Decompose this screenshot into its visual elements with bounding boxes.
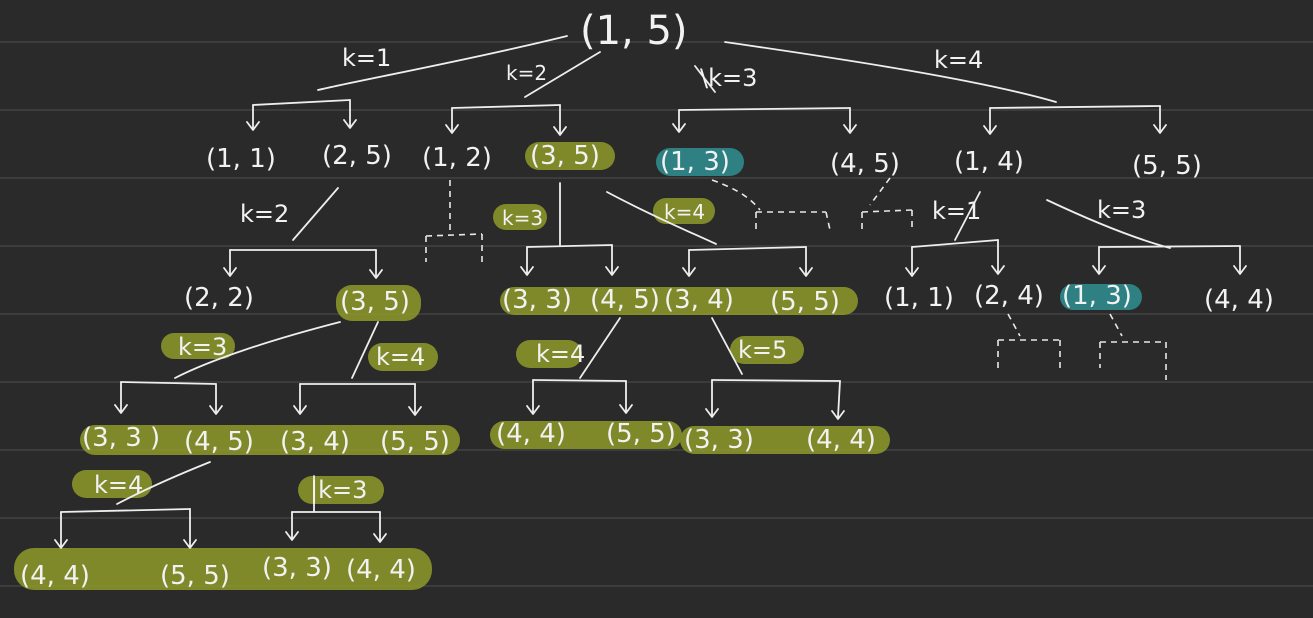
tree-node: (4, 4) [20, 561, 90, 591]
edge-label: k=4 [536, 340, 585, 368]
tree-node: (4, 5) [590, 285, 660, 315]
highlights [14, 142, 1142, 590]
tree-node: (5, 5) [770, 287, 840, 317]
tree-node: (2, 5) [322, 141, 392, 171]
tree-node: (1, 1) [884, 283, 954, 313]
highlight-k3-b [161, 333, 235, 359]
tree-node: (1, 4) [954, 147, 1024, 177]
edge-label: k=2 [506, 61, 547, 85]
edge-label: k=3 [178, 333, 227, 361]
level-1-nodes: (1, 1) (2, 5) (1, 2) (3, 5) (1, 3) (4, 5… [206, 141, 1202, 181]
tree-node: (5, 5) [606, 419, 676, 449]
edge-label: k=4 [376, 343, 425, 371]
edge-label: k=1 [342, 44, 391, 72]
edge-label: k=3 [502, 206, 543, 230]
tree-node: (4, 5) [830, 149, 900, 179]
tree-node: (1, 1) [206, 144, 276, 174]
tree-node: (1, 3) [1062, 281, 1132, 311]
tree-node: (2, 4) [974, 281, 1044, 311]
tree-node: (3, 5) [340, 287, 410, 317]
tree-node: (4, 4) [806, 425, 876, 455]
highlight-k4-d [72, 470, 152, 498]
tree-node: (4, 4) [1204, 285, 1274, 315]
edge-labels: k=1 k=2 \k=3 k=4 k=2 k=3 k=4 k=1 k=3 k=3… [94, 44, 1146, 504]
tree-node: (3, 3) [262, 553, 332, 583]
highlight-l2-row [500, 287, 858, 315]
tree-node: (5, 5) [160, 561, 230, 591]
edge-label: \k=3 [700, 64, 757, 92]
edge-label: k=5 [738, 336, 787, 364]
tree-node: (3, 3 ) [82, 423, 160, 453]
highlight-l3-row-c [680, 426, 890, 454]
tree-node: (5, 5) [380, 427, 450, 457]
highlight-k4-a [653, 198, 715, 224]
tree-node: (3, 3) [684, 425, 754, 455]
tree-node: (1, 3) [660, 147, 730, 177]
tree-node: (5, 5) [1132, 151, 1202, 181]
highlight-k4-b [368, 343, 438, 371]
edge-label: k=4 [94, 471, 143, 499]
highlight-k3-a [493, 204, 547, 230]
highlight-l3-row-a [80, 425, 460, 455]
edge-label: k=3 [1097, 196, 1146, 224]
tree-node: (3, 4) [280, 427, 350, 457]
tree-node: (2, 2) [184, 283, 254, 313]
tree-node: (3, 5) [530, 141, 600, 171]
tree-node: (4, 5) [184, 427, 254, 457]
edge-label: k=4 [934, 46, 983, 74]
tree-node: (3, 3) [502, 285, 572, 315]
edge-label: k=4 [664, 200, 705, 224]
highlight-k3-c [298, 476, 384, 504]
level-3-nodes: (3, 3 ) (4, 5) (3, 4) (5, 5) (4, 4) (5, … [82, 419, 876, 457]
tree-node: (4, 4) [496, 419, 566, 449]
highlight-k5 [730, 336, 804, 364]
tree-node: (1, 2) [422, 143, 492, 173]
highlight-l3-row-b [490, 421, 682, 449]
arrow-heads [54, 119, 1247, 549]
highlight-l1-13 [656, 148, 744, 176]
highlight-l2-35 [336, 285, 421, 321]
tree-node: (3, 4) [664, 285, 734, 315]
edge-label: k=2 [240, 200, 289, 228]
edge-label: |k=3 [310, 476, 367, 504]
highlight-l4-row [14, 548, 432, 590]
root-node: (1, 5) [580, 8, 688, 54]
highlight-l2-13 [1060, 284, 1142, 310]
dashed-subtrees [425, 177, 1167, 380]
tree-node: (4, 4) [346, 555, 416, 585]
tree-edges [60, 35, 1241, 547]
level-2-nodes: (2, 2) (3, 5) (3, 3) (4, 5) (3, 4) (5, 5… [184, 281, 1274, 317]
edge-label: k=1 [932, 197, 981, 225]
level-4-nodes: (4, 4) (5, 5) (3, 3) (4, 4) [20, 553, 416, 591]
highlight-l1-35 [525, 142, 615, 170]
highlight-k4-c [516, 340, 582, 368]
